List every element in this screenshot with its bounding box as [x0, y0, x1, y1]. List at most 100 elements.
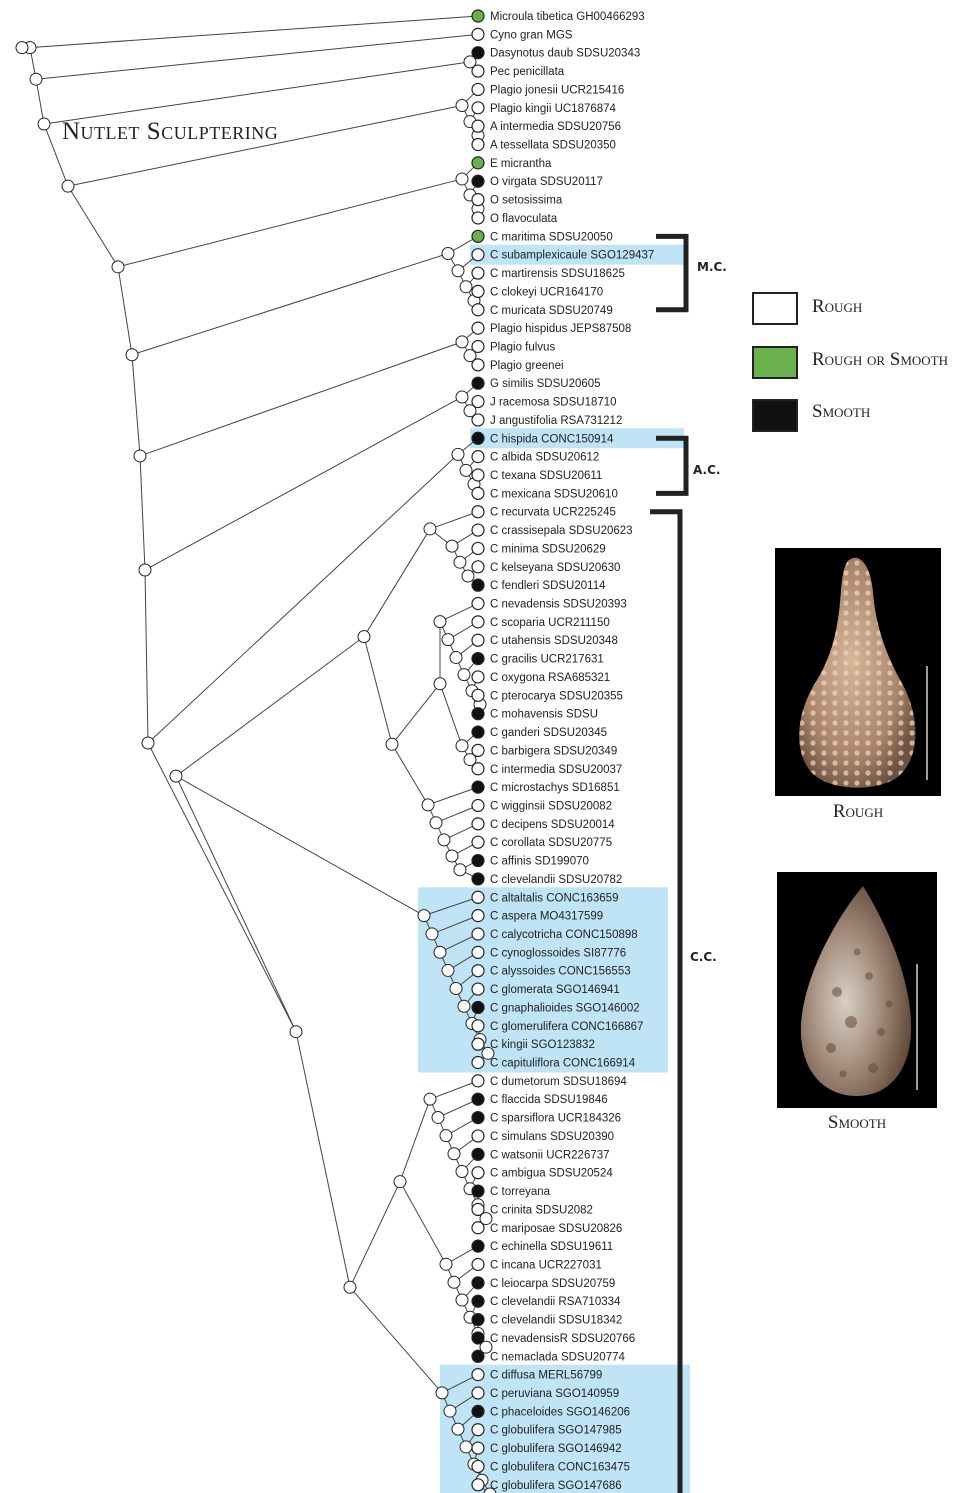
taxon-label: O virgata SDSU20117 — [490, 176, 603, 188]
tip-state-marker — [472, 506, 484, 518]
legend-label-rough-or-smooth: Rough or Smooth — [812, 349, 948, 371]
taxon-label: C utahensis SDSU20348 — [490, 635, 618, 647]
tip-state-marker — [472, 1020, 484, 1032]
taxon-label: C pterocarya SDSU20355 — [490, 690, 623, 702]
tree-edge — [140, 342, 462, 456]
tree-edge — [30, 16, 478, 48]
tip-state-marker — [472, 432, 484, 444]
taxon-label: O setosissima — [490, 195, 563, 207]
taxon-label: C calycotricha CONC150898 — [490, 929, 638, 941]
tip-state-marker — [472, 1277, 484, 1289]
taxon-label: C leiocarpa SDSU20759 — [490, 1278, 615, 1290]
tip-state-marker — [472, 1258, 484, 1270]
taxon-label: Cyno gran MGS — [490, 29, 573, 41]
ancestral-state-node — [442, 964, 454, 976]
tip-state-marker — [472, 726, 484, 738]
tree-edge — [118, 267, 132, 355]
ancestral-state-node — [442, 634, 454, 646]
taxon-label: O flavoculata — [490, 213, 558, 225]
ancestral-state-node — [450, 651, 462, 663]
tip-state-marker — [472, 1295, 484, 1307]
tree-edge — [364, 529, 430, 637]
legend-label-rough: Rough — [812, 296, 862, 318]
figure-title: Nutlet Sculptering — [62, 118, 278, 146]
tip-state-marker — [472, 616, 484, 628]
ancestral-state-node — [424, 523, 436, 535]
ancestral-state-node — [62, 180, 74, 192]
tip-state-marker — [472, 469, 484, 481]
legend-swatch-rough — [752, 292, 798, 325]
tip-state-marker — [472, 855, 484, 867]
ancestral-state-node — [434, 678, 446, 690]
tip-state-marker — [472, 1369, 484, 1381]
ancestral-state-node — [442, 248, 454, 260]
tree-edge — [36, 34, 478, 79]
ancestral-state-node — [394, 1176, 406, 1188]
taxon-label: C peruviana SGO140959 — [490, 1388, 619, 1400]
taxon-label: C microstachys SD16851 — [490, 782, 620, 794]
taxon-label: Plagio fulvus — [490, 341, 555, 353]
legend-swatch-rough-or-smooth — [752, 346, 798, 379]
tip-state-marker — [472, 139, 484, 151]
taxon-label: C capituliflora CONC166914 — [490, 1058, 636, 1070]
rough-photo-caption: Rough — [775, 801, 941, 823]
taxon-label: C kingii SGO123832 — [490, 1039, 595, 1051]
ancestral-state-node — [456, 336, 468, 348]
ancestral-state-node — [386, 738, 398, 750]
tree-edge — [430, 1081, 478, 1099]
ancestral-state-node — [434, 616, 446, 628]
ancestral-state-node — [438, 834, 450, 846]
rough-nutlet-photo — [775, 548, 941, 796]
taxon-label: G similis SDSU20605 — [490, 378, 601, 390]
ancestral-state-node — [456, 1166, 468, 1178]
taxon-label: Pec penicillata — [490, 66, 565, 78]
tip-state-marker — [472, 1350, 484, 1362]
ancestral-state-node — [139, 564, 151, 576]
taxon-label: C aspera MO4317599 — [490, 911, 603, 923]
tip-state-marker — [472, 230, 484, 242]
tip-state-marker — [472, 65, 484, 77]
taxon-label: C minima SDSU20629 — [490, 543, 606, 555]
tip-state-marker — [472, 1314, 484, 1326]
taxon-label: C dumetorum SDSU18694 — [490, 1076, 627, 1088]
tip-state-marker — [472, 910, 484, 922]
tip-state-marker — [472, 561, 484, 573]
tip-state-marker — [472, 304, 484, 316]
tree-edge — [44, 62, 470, 124]
tree-edge — [148, 454, 458, 743]
taxon-label: C watsonii UCR226737 — [490, 1149, 610, 1161]
ancestral-state-node — [16, 42, 28, 54]
taxon-label: C nevadensisR SDSU20766 — [490, 1333, 635, 1345]
taxon-label: C mariposae SDSU20826 — [490, 1223, 622, 1235]
taxon-label: C simulans SDSU20390 — [490, 1131, 614, 1143]
tip-state-marker — [472, 1130, 484, 1142]
tree-edge — [132, 254, 448, 355]
taxon-label: C alyssoides CONC156553 — [490, 966, 631, 978]
tree-edge — [350, 1287, 442, 1393]
tip-state-marker — [472, 781, 484, 793]
taxon-label: C globulifera SGO147985 — [490, 1425, 622, 1437]
tree-edge — [145, 397, 462, 570]
tip-state-marker — [472, 1075, 484, 1087]
tree-edge — [68, 186, 118, 267]
tree-edge — [428, 787, 478, 805]
tip-state-marker — [472, 1057, 484, 1069]
taxon-label: C scoparia UCR211150 — [490, 617, 610, 629]
taxon-label: C glomerata SGO146941 — [490, 984, 620, 996]
ancestral-state-node — [432, 1111, 444, 1123]
taxon-label: C martirensis SDSU18625 — [490, 268, 625, 280]
bracket-label-ac: A.C. — [693, 463, 720, 477]
ancestral-state-node — [446, 540, 458, 552]
tip-state-marker — [472, 579, 484, 591]
ancestral-state-node — [458, 1000, 470, 1012]
tree-edge — [148, 743, 296, 1032]
tree-edge — [350, 1182, 400, 1288]
tip-state-marker — [472, 1405, 484, 1417]
taxon-label: J racemosa SDSU18710 — [490, 397, 617, 409]
taxon-label: C intermedia SDSU20037 — [490, 764, 622, 776]
tip-state-marker — [472, 1167, 484, 1179]
tip-state-marker — [472, 28, 484, 40]
tip-state-marker — [472, 836, 484, 848]
taxon-label: C clevelandii SDSU18342 — [490, 1315, 622, 1327]
tip-state-marker — [472, 1112, 484, 1124]
